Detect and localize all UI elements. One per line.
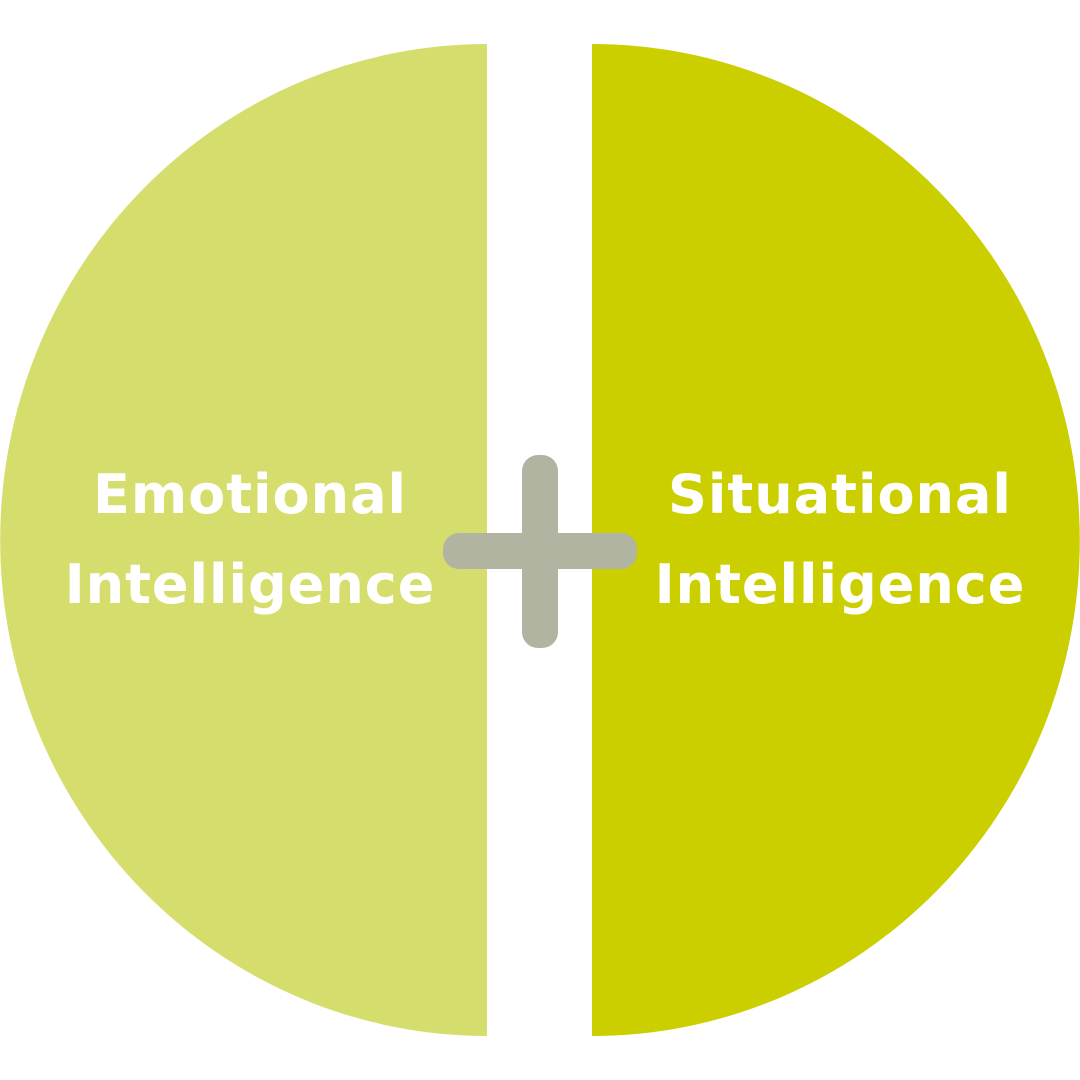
left-half-circle: [0, 44, 488, 1036]
emotional-intelligence-label: Emotional Intelligence: [40, 450, 460, 630]
left-label-line1: Emotional: [92, 463, 408, 526]
plus-icon: [443, 455, 637, 648]
right-label-line2: Intelligence: [654, 553, 1026, 616]
right-label-line1: Situational: [668, 463, 1012, 526]
situational-intelligence-label: Situational Intelligence: [615, 450, 1065, 630]
right-half-circle: [592, 44, 1080, 1036]
left-label-line2: Intelligence: [64, 553, 436, 616]
